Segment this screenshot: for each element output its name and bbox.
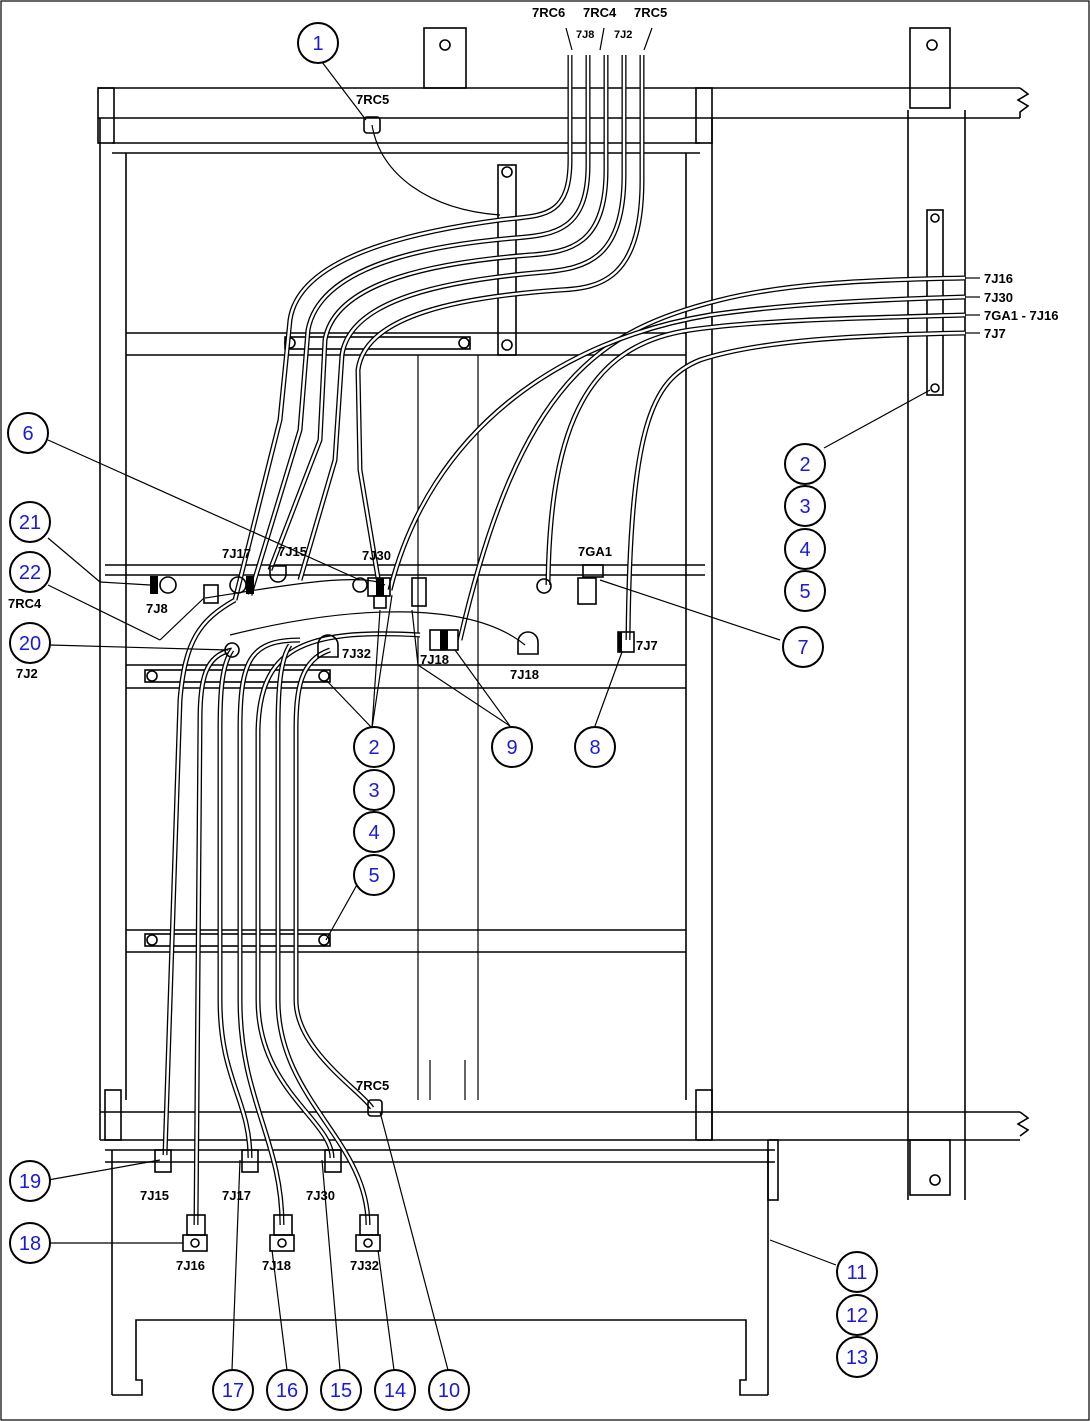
- svg-text:5: 5: [368, 865, 379, 887]
- callout-12: 12: [836, 1294, 878, 1336]
- svg-text:4: 4: [799, 539, 810, 561]
- callout-21: 21: [9, 501, 51, 543]
- connector-7rc5-top: [363, 116, 381, 134]
- callout-9: 9: [491, 726, 533, 768]
- svg-text:10: 10: [438, 1380, 460, 1402]
- svg-text:14: 14: [384, 1380, 406, 1402]
- label-7rc6-top: 7RC6: [532, 5, 565, 20]
- plug-7j8-mid: [159, 576, 177, 594]
- svg-text:11: 11: [847, 1262, 868, 1284]
- label-7j16-bottom: 7J16: [176, 1258, 205, 1273]
- svg-text:3: 3: [368, 780, 379, 802]
- svg-text:6: 6: [22, 423, 33, 445]
- label-7j18-mid-left: 7J18: [420, 652, 449, 667]
- label-7rc5-top-header: 7RC5: [634, 5, 667, 20]
- callout-5-right: 5: [784, 570, 826, 612]
- label-7j32-mid: 7J32: [342, 646, 371, 661]
- callout-2-right: 2: [784, 443, 826, 485]
- callout-14: 14: [374, 1369, 416, 1411]
- svg-text:7: 7: [797, 637, 808, 659]
- svg-text:22: 22: [19, 562, 41, 584]
- plug-7j18-mid-right: [517, 631, 539, 655]
- leader-lines: [47, 27, 980, 1371]
- component-labels: 7RC6 7RC4 7RC5 7J8 7J2 7RC5 7J16 7J30 7G…: [8, 5, 1058, 1273]
- svg-text:2: 2: [799, 454, 810, 476]
- svg-text:5: 5: [799, 581, 810, 603]
- label-7j17-bottom: 7J17: [222, 1188, 251, 1203]
- label-7ga1-7j16-right: 7GA1 - 7J16: [984, 308, 1058, 323]
- label-7j30-mid: 7J30: [362, 548, 391, 563]
- callout-6: 6: [7, 412, 49, 454]
- label-7j7-right: 7J7: [984, 326, 1006, 341]
- svg-text:18: 18: [19, 1233, 41, 1255]
- label-7j16-right: 7J16: [984, 271, 1013, 286]
- label-7rc4-top: 7RC4: [583, 5, 617, 20]
- callout-19: 19: [9, 1160, 51, 1202]
- svg-text:17: 17: [222, 1380, 244, 1402]
- label-7j32-bottom: 7J32: [350, 1258, 379, 1273]
- callout-18: 18: [9, 1222, 51, 1264]
- svg-text:13: 13: [846, 1347, 868, 1369]
- label-7j15-mid: 7J15: [278, 544, 307, 559]
- label-7rc4-left: 7RC4: [8, 596, 42, 611]
- label-7j17-mid: 7J17: [222, 546, 251, 561]
- label-7rc5-bottom: 7RC5: [356, 1078, 389, 1093]
- components: [150, 116, 635, 1252]
- callout-22: 22: [9, 551, 51, 593]
- svg-text:2: 2: [368, 737, 379, 759]
- plug-7ga1-left: [536, 578, 552, 594]
- svg-text:3: 3: [799, 496, 810, 518]
- callout-11: 11: [836, 1251, 878, 1293]
- plug-7j32-mid: [317, 634, 339, 658]
- svg-text:1: 1: [312, 33, 323, 55]
- callout-4-right: 4: [784, 528, 826, 570]
- callout-16: 16: [266, 1369, 308, 1411]
- svg-text:19: 19: [19, 1171, 41, 1193]
- callout-2-mid: 2: [353, 726, 395, 768]
- svg-text:20: 20: [19, 633, 41, 655]
- label-7j15-bottom: 7J15: [140, 1188, 169, 1203]
- callout-10: 10: [428, 1369, 470, 1411]
- svg-text:21: 21: [19, 512, 41, 534]
- callout-17: 17: [212, 1369, 254, 1411]
- label-7rc5-on-beam: 7RC5: [356, 92, 389, 107]
- label-7j7-mid: 7J7: [636, 638, 658, 653]
- svg-text:9: 9: [506, 737, 517, 759]
- label-7j2-top: 7J2: [614, 29, 632, 41]
- label-7j2-left: 7J2: [16, 666, 38, 681]
- callout-7: 7: [782, 626, 824, 668]
- label-7j8-mid: 7J8: [146, 601, 168, 616]
- callout-20: 20: [9, 622, 51, 664]
- label-7j30-right: 7J30: [984, 290, 1013, 305]
- callout-3-right: 3: [784, 485, 826, 527]
- svg-text:8: 8: [589, 737, 600, 759]
- label-7j18-bottom: 7J18: [262, 1258, 291, 1273]
- svg-text:4: 4: [368, 822, 379, 844]
- plug-7ga1: [582, 564, 604, 578]
- callouts: 1 6 21 22 20 2 3 4 5 7 2 3 4 5 9 8 19 18…: [7, 22, 878, 1411]
- svg-text:12: 12: [846, 1305, 868, 1327]
- label-7j30-bottom: 7J30: [306, 1188, 335, 1203]
- callout-8: 8: [574, 726, 616, 768]
- callout-13: 13: [836, 1336, 878, 1378]
- svg-text:15: 15: [330, 1380, 352, 1402]
- harness-bundle-top: [232, 55, 645, 601]
- callout-4-mid: 4: [353, 811, 395, 853]
- svg-text:16: 16: [276, 1380, 298, 1402]
- frame-structure: [97, 27, 1030, 1396]
- callout-1: 1: [297, 22, 339, 64]
- callout-3-mid: 3: [353, 769, 395, 811]
- plug-7rc4-mid: [203, 584, 219, 604]
- harness-bundle-right: [387, 275, 966, 641]
- label-7ga1-mid: 7GA1: [578, 544, 612, 559]
- connector-7rc5-bottom: [367, 1099, 383, 1117]
- callout-5-mid: 5: [353, 854, 395, 896]
- label-7j18-mid-right: 7J18: [510, 667, 539, 682]
- plug-7j15-mid: [269, 565, 287, 583]
- label-7j8-top: 7J8: [576, 29, 594, 41]
- harness-bundle-bottom: [162, 579, 526, 1226]
- callout-15: 15: [320, 1369, 362, 1411]
